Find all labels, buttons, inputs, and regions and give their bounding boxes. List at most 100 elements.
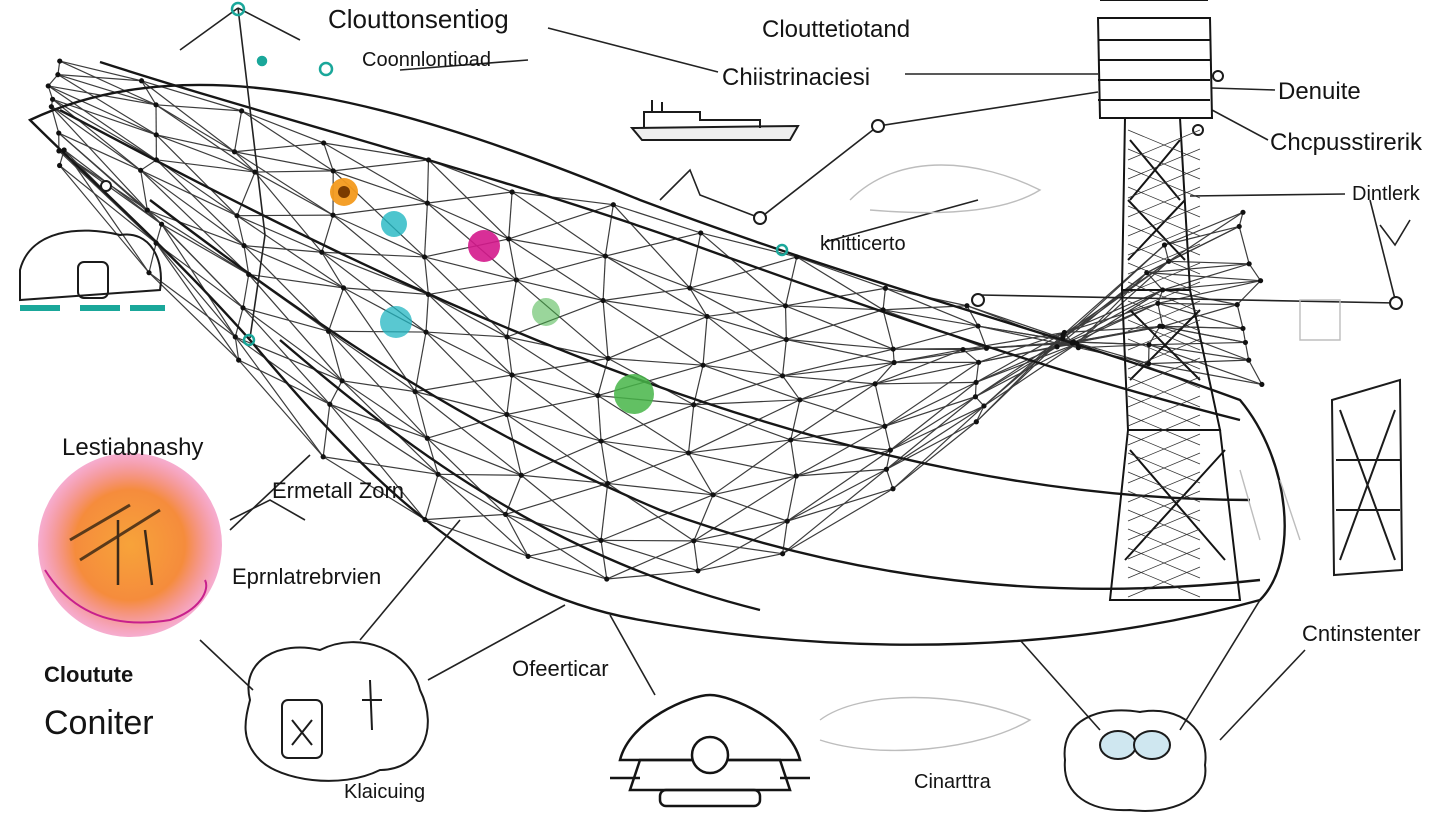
mesh-strut [438,474,506,514]
mesh-strut [426,294,428,332]
label-bottom-left-2: Coniter [44,706,154,740]
mesh-strut [1169,261,1249,264]
mesh-node [341,285,346,290]
mesh-node [1074,341,1079,346]
mesh-node [884,467,889,472]
mesh-strut [425,474,438,519]
mesh-strut [791,440,891,450]
mesh-strut [48,86,156,135]
mesh-strut [255,171,333,172]
mesh-strut [425,520,528,557]
mesh-strut [689,405,694,453]
mesh-node [780,551,785,556]
mesh-strut [885,397,976,427]
mesh-node [888,448,893,453]
label-bottom-left-1: Cloutute [44,664,133,686]
mesh-strut [885,288,967,306]
mesh-node [519,473,524,478]
mesh-strut [1078,348,1148,364]
mesh-node [1070,340,1075,345]
mesh-node [426,157,431,162]
mesh-node [883,286,888,291]
mesh-node [960,347,965,352]
mesh-strut [425,514,506,519]
mesh-node [698,230,703,235]
mesh-node [146,270,151,275]
mesh-strut [428,294,507,337]
mesh-strut [698,554,783,571]
mesh-strut [786,340,893,350]
mesh-node [600,298,605,303]
mesh-node [241,243,246,248]
mesh-strut [528,556,607,579]
mesh-strut [605,256,689,288]
mesh-strut [64,150,156,243]
mesh-node [797,397,802,402]
mesh-node [785,519,790,524]
mesh-strut [690,233,701,288]
mesh-node [326,329,331,334]
mesh-strut [322,252,344,288]
mesh-strut [330,404,438,474]
mesh-node [62,147,67,152]
label-center-mid: knitticerto [820,234,906,254]
mesh-strut [509,205,614,239]
bottom-left-sketch [246,642,428,781]
mesh-node [56,130,61,135]
mesh-node [1247,261,1252,266]
mesh-node [1160,324,1165,329]
mesh-node [604,576,609,581]
mesh-strut [156,105,234,152]
mesh-strut [694,476,796,541]
mesh-strut [607,571,698,579]
mesh-node [981,403,986,408]
mesh-strut [59,133,141,170]
mesh-strut [342,381,415,392]
mesh-strut [322,252,425,257]
mesh-strut [601,405,694,441]
label-right-top: Denuite [1278,80,1361,104]
mesh-node [422,517,427,522]
mesh-node [154,132,159,137]
mesh-node [57,58,62,63]
mesh-node [710,492,715,497]
mesh-strut [516,256,605,280]
mesh-strut [707,316,786,339]
label-env: Eprnlatrebrvien [232,566,381,588]
mesh-strut [713,495,787,521]
mesh-node [233,334,238,339]
mesh-node [139,78,144,83]
mesh-strut [506,514,601,540]
secondary-tower [1332,380,1402,575]
mesh-node [611,202,616,207]
mesh-node [1060,332,1065,337]
mesh-node [691,402,696,407]
mesh-strut [428,160,512,192]
mesh-node [1237,224,1242,229]
mesh-strut [707,306,785,317]
mesh-node [145,207,150,212]
mesh-node [425,201,430,206]
mesh-node [506,236,511,241]
mesh-node [436,472,441,477]
mesh-strut [783,349,894,376]
mesh-strut [506,483,608,514]
mesh-strut [427,192,512,203]
mesh-node [331,168,336,173]
mesh-node [1162,242,1167,247]
mesh-strut [507,375,512,415]
mesh-strut [601,441,608,483]
mesh-node [138,168,143,173]
mesh-node [425,436,430,441]
mesh-node [46,83,51,88]
mesh-strut [605,256,707,316]
mesh-strut [694,376,783,405]
mesh-node [514,277,519,282]
house-sketch [20,231,165,308]
mesh-strut [601,483,608,540]
mesh-strut [521,475,601,540]
mesh-node [1259,382,1264,387]
mesh-strut [601,540,607,579]
mesh-strut [516,280,603,301]
